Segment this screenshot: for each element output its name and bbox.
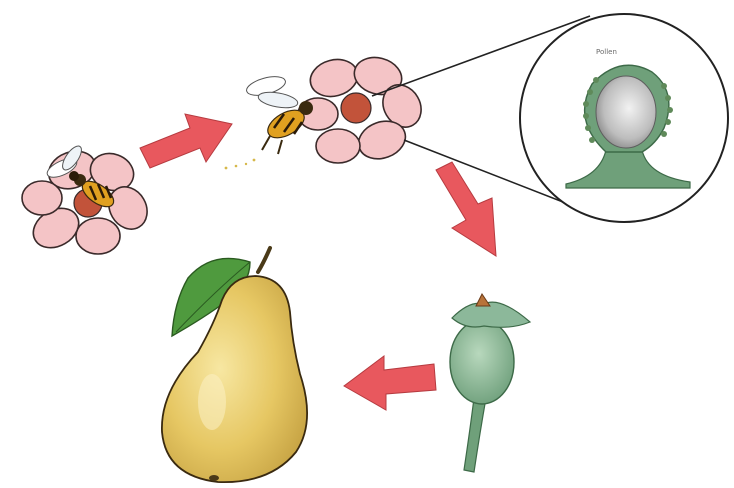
flower-center xyxy=(341,93,371,123)
fertilized-ovary xyxy=(450,294,530,472)
pear-stem xyxy=(258,248,270,272)
bee-icon xyxy=(245,73,313,154)
arrow-down-2 xyxy=(436,162,496,256)
bee-on-flower xyxy=(225,52,429,169)
flower-with-bee xyxy=(22,143,155,255)
pollen-label: Pollen xyxy=(596,48,617,56)
arrow-left-3 xyxy=(344,356,436,410)
pear-fruit xyxy=(162,248,307,482)
pollen-dots xyxy=(225,159,256,170)
stigma-inset: Pollen xyxy=(520,14,728,222)
arrow-right-1 xyxy=(140,114,232,168)
ovary-stem xyxy=(464,398,486,472)
